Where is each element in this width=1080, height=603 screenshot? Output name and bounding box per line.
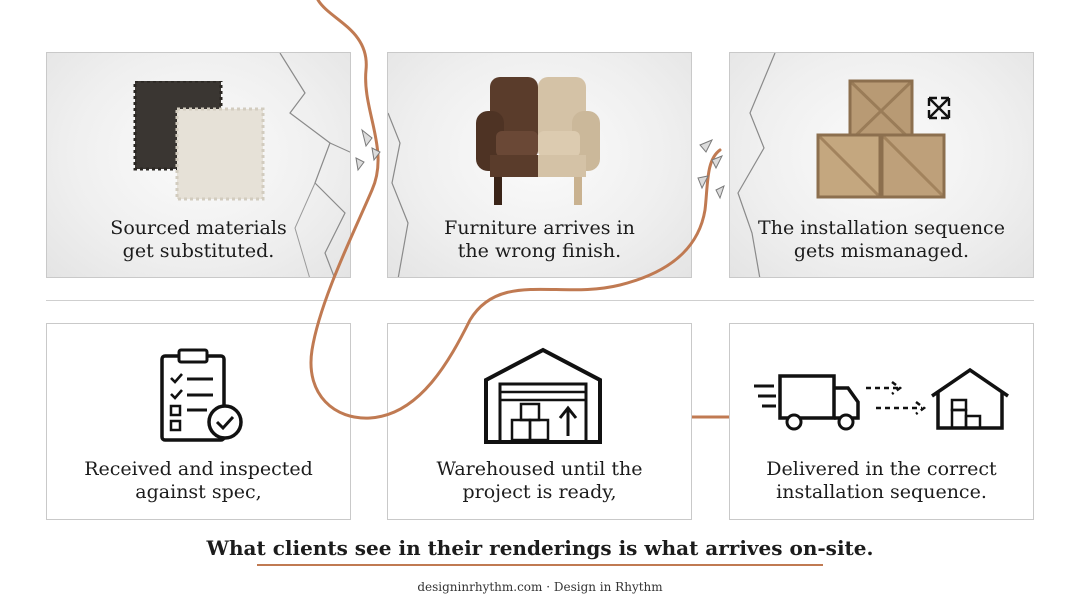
problem-caption: Furniture arrives in the wrong finish.: [388, 217, 691, 263]
shuffle-arrows-icon: [927, 96, 951, 120]
warehouse-icon: [484, 347, 602, 444]
caption-line: Delivered in the correct: [766, 458, 997, 480]
problem-card-materials: Sourced materials get substituted.: [46, 52, 351, 278]
armchair-icon: [476, 77, 600, 205]
fabric-swatches-icon: [133, 81, 265, 201]
tagline-underline: [257, 564, 823, 566]
caption-line: project is ready,: [462, 481, 617, 503]
problem-card-furniture: Furniture arrives in the wrong finish.: [387, 52, 692, 278]
clipboard-check-icon: [160, 348, 243, 442]
problem-card-installation: The installation sequence gets mismanage…: [729, 52, 1034, 278]
footer-credit: designinrhythm.com · Design in Rhythm: [417, 580, 663, 594]
problem-caption: Sourced materials get substituted.: [47, 217, 350, 263]
caption-line: installation sequence.: [776, 481, 987, 503]
solution-card-warehoused: Warehoused until the project is ready,: [387, 323, 692, 520]
section-divider: [46, 300, 1034, 301]
delivery-truck-icon: [754, 367, 1009, 431]
wooden-crates-icon: [816, 79, 946, 199]
solution-card-delivered: Delivered in the correct installation se…: [729, 323, 1034, 520]
caption-line: Warehoused until the: [436, 458, 643, 480]
solution-caption: Delivered in the correct installation se…: [730, 458, 1033, 504]
crack-lines-left: [737, 53, 776, 277]
solution-card-inspected: Received and inspected against spec,: [46, 323, 351, 520]
caption-line: Sourced materials: [110, 217, 287, 239]
caption-line: Furniture arrives in: [444, 217, 635, 239]
tagline: What clients see in their renderings is …: [206, 536, 874, 560]
caption-line: get substituted.: [122, 240, 275, 262]
solution-caption: Warehoused until the project is ready,: [388, 458, 691, 504]
solution-caption: Received and inspected against spec,: [47, 458, 350, 504]
problem-caption: The installation sequence gets mismanage…: [730, 217, 1033, 263]
caption-line: Received and inspected: [84, 458, 313, 480]
caption-line: the wrong finish.: [457, 240, 622, 262]
caption-line: The installation sequence: [758, 217, 1005, 239]
caption-line: gets mismanaged.: [793, 240, 970, 262]
caption-line: against spec,: [135, 481, 262, 503]
